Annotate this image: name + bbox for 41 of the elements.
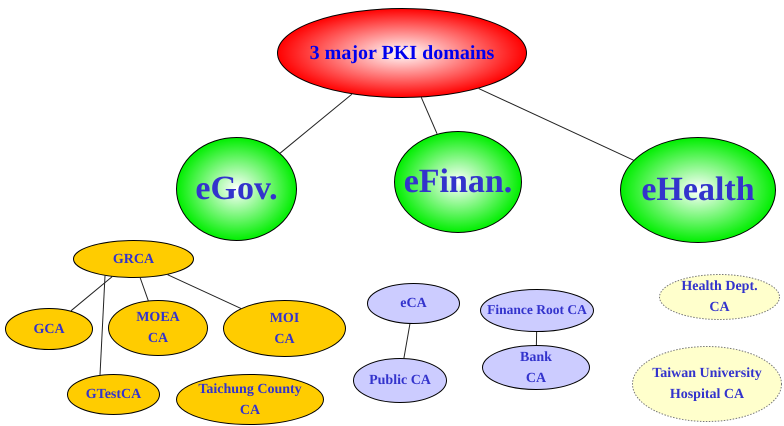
node-label: eFinan. (402, 163, 514, 201)
ca-ellipse (353, 358, 447, 403)
connector-line (280, 94, 352, 154)
connector-line (100, 275, 106, 376)
node-label: MOEA CA (135, 309, 181, 348)
node-label: GTestCA (84, 386, 142, 404)
ca-ellipse (223, 300, 346, 357)
node-label: eCA (399, 295, 428, 313)
node-label: GRCA (112, 250, 156, 268)
node-label: eGov. (194, 170, 279, 208)
root-ellipse (277, 8, 527, 98)
ca-ellipse (659, 274, 780, 320)
ca-ellipse (367, 283, 460, 324)
node-label: Bank CA (519, 348, 553, 388)
node-label: MOI CA (268, 310, 300, 348)
connector-line (70, 276, 113, 312)
ca-ellipse (5, 308, 93, 350)
connector-line (140, 277, 149, 302)
node-label: eHealth (640, 171, 756, 209)
connector-line (478, 88, 634, 161)
ca-ellipse (480, 289, 594, 332)
ca-ellipse (176, 374, 324, 425)
ca-ellipse (482, 345, 590, 390)
domain-ellipse (176, 137, 297, 241)
ca-ellipse (67, 374, 160, 415)
ca-ellipse (632, 346, 782, 422)
ca-ellipse (108, 300, 208, 356)
connector-line (536, 332, 538, 346)
connector-line (167, 274, 242, 309)
ca-ellipse (73, 240, 194, 278)
node-label: Health Dept. CA (680, 278, 759, 317)
node-label: Public CA (368, 372, 432, 390)
node-label: Finance Root CA (486, 301, 588, 320)
node-label: GCA (32, 320, 66, 338)
domain-ellipse (620, 137, 776, 243)
connector-line (420, 96, 438, 134)
domain-ellipse (394, 131, 522, 233)
connector-line (403, 323, 410, 359)
node-label: 3 major PKI domains (308, 41, 496, 66)
node-label: Taiwan University Hospital CA (651, 365, 763, 404)
node-label: Taichung County CA (197, 380, 303, 420)
